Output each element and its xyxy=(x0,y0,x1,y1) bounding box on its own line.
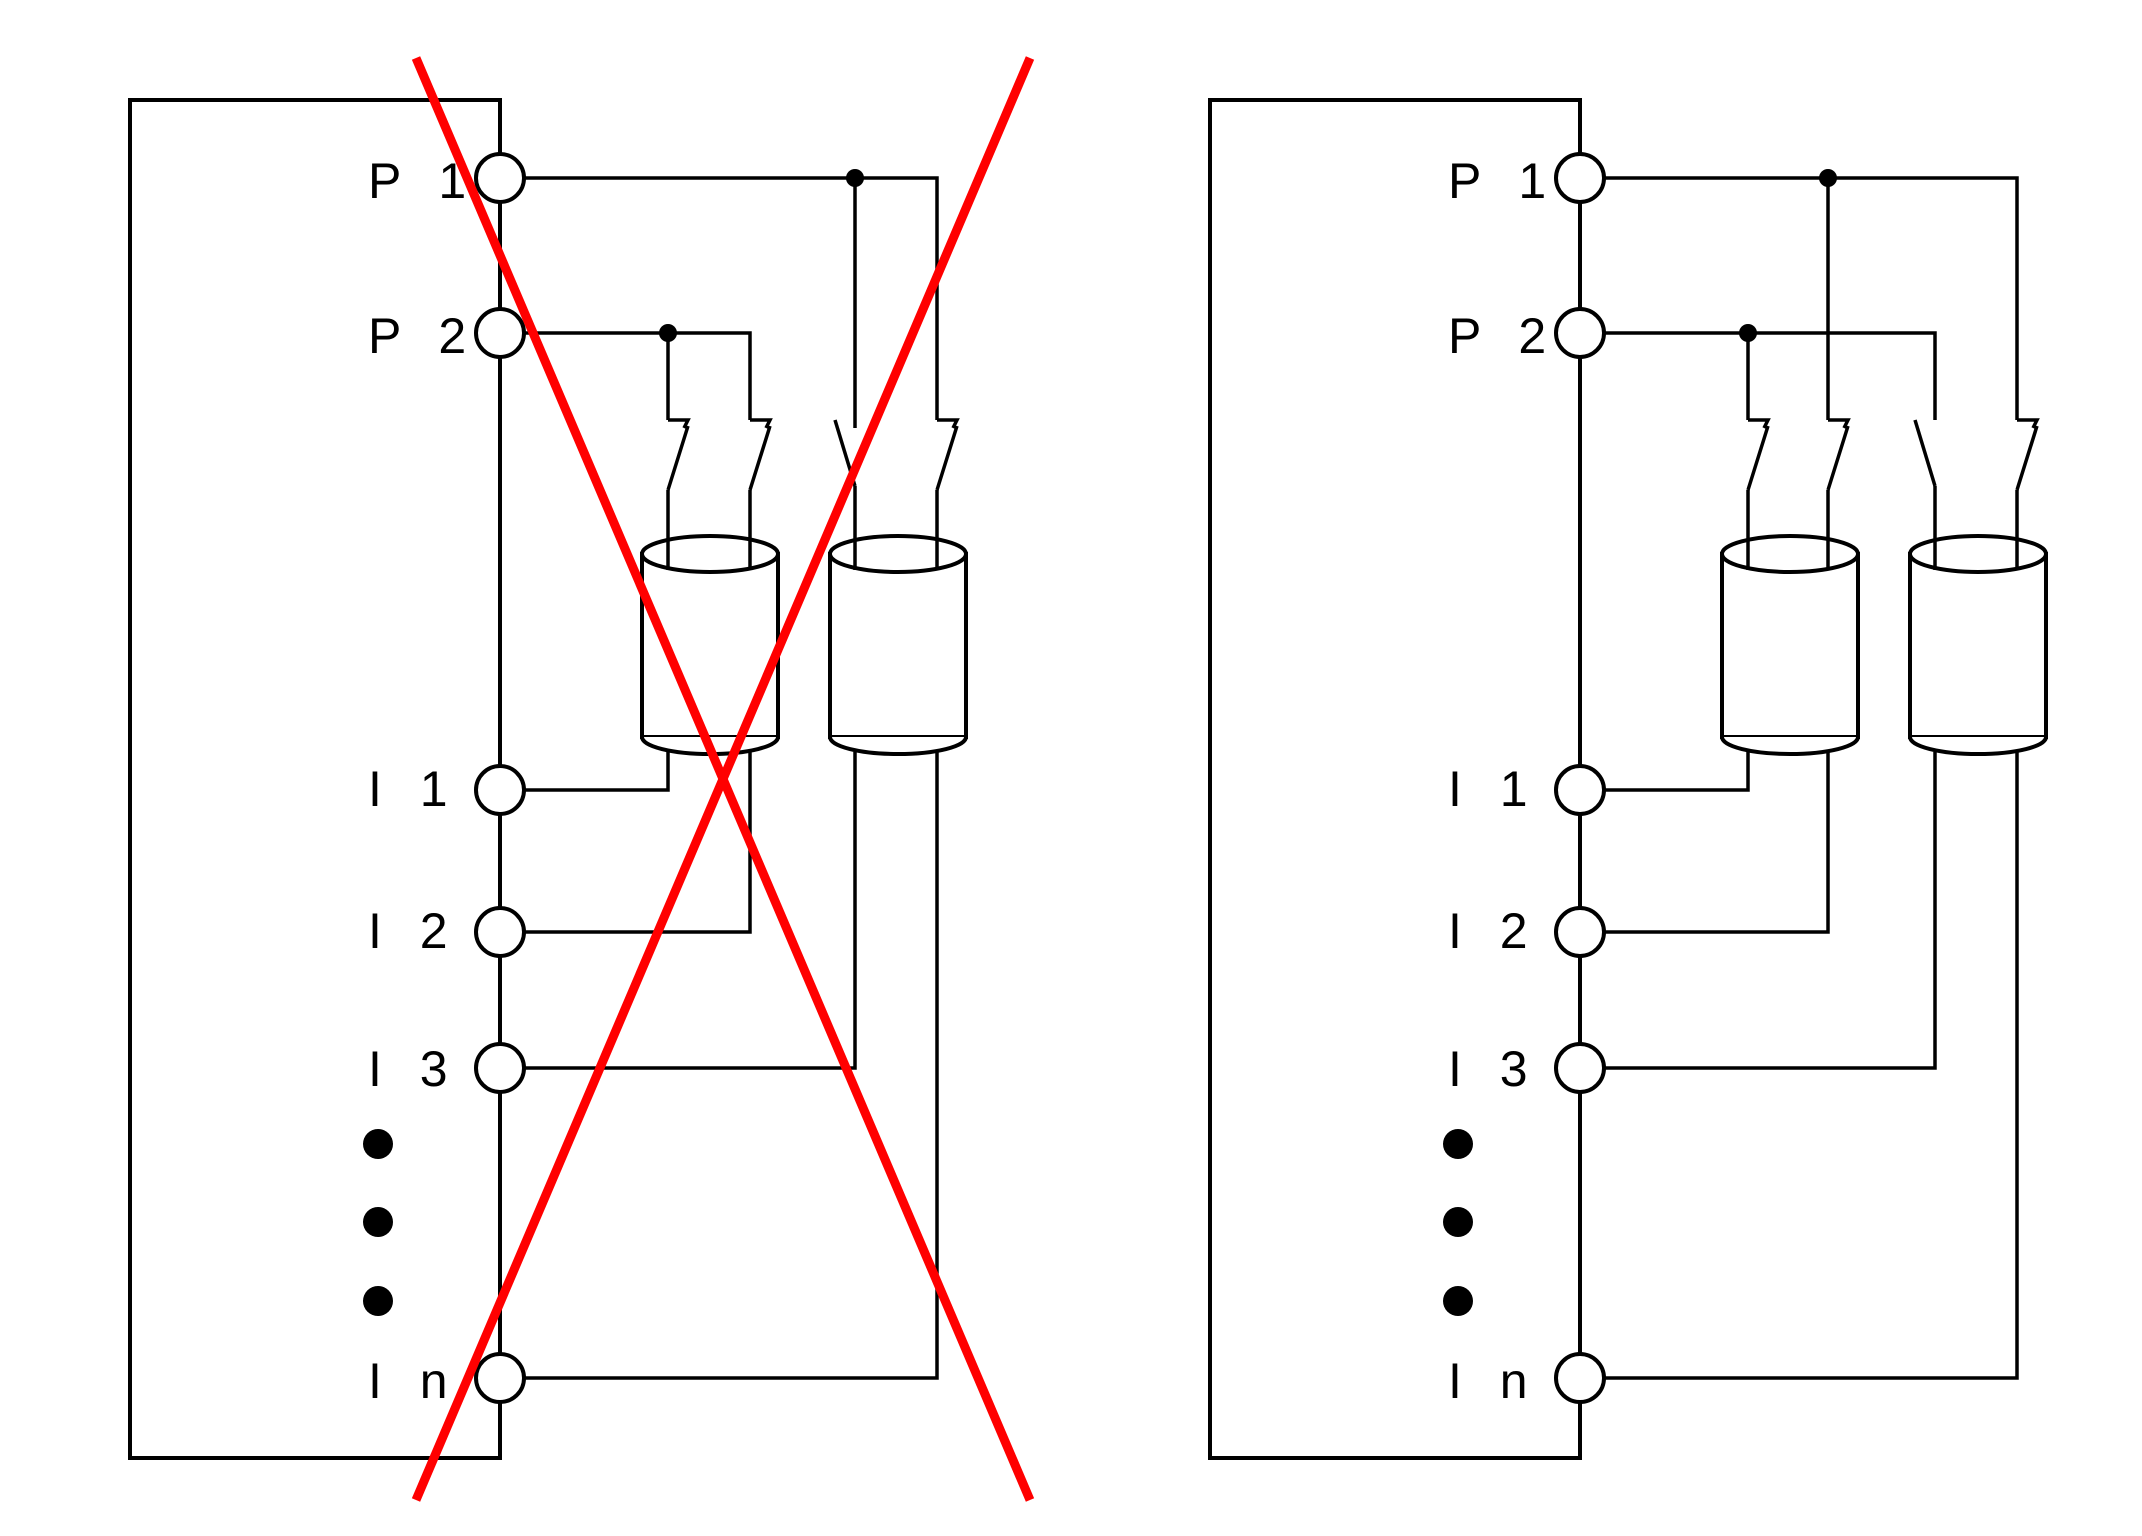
ellipsis-dot xyxy=(363,1286,393,1316)
terminal-label-p2: P 2 xyxy=(368,308,478,364)
switch-contact xyxy=(1746,418,1771,540)
wire-in xyxy=(1604,752,2019,1380)
ellipsis-dot xyxy=(1443,1286,1473,1316)
terminal-label-in: I n xyxy=(1448,1353,1540,1409)
terminal-p2 xyxy=(474,307,526,359)
switch-contact xyxy=(748,418,773,540)
terminal-i2 xyxy=(474,906,526,958)
terminal-p1 xyxy=(474,152,526,204)
terminal-i3 xyxy=(1554,1042,1606,1094)
terminal-label-i1: I 1 xyxy=(368,761,460,817)
ellipsis-dot xyxy=(1443,1129,1473,1159)
switch-contact xyxy=(935,418,960,540)
junction-dot xyxy=(1819,169,1837,187)
terminal-i2 xyxy=(1554,906,1606,958)
switch-contact xyxy=(1913,419,1937,540)
diagram-correct: P 1 P 2 I 1 I 2 I 3 I n xyxy=(1208,98,2048,1460)
cross-out-line xyxy=(411,56,1035,1502)
wire-i1 xyxy=(1604,752,1750,792)
terminal-in xyxy=(474,1352,526,1404)
wire-p1 xyxy=(1604,176,2019,420)
terminal-i1 xyxy=(1554,764,1606,816)
terminal-label-p1: P 1 xyxy=(1448,153,1558,209)
terminal-label-i3: I 3 xyxy=(1448,1041,1540,1097)
junction-dot xyxy=(1739,324,1757,342)
terminal-label-p2: P 2 xyxy=(1448,308,1558,364)
wire-i2 xyxy=(524,750,752,934)
wire-i3 xyxy=(1604,752,1937,1070)
terminal-label-in: I n xyxy=(368,1353,460,1409)
terminal-label-i2: I 2 xyxy=(368,903,460,959)
wire-i1 xyxy=(524,750,670,792)
junction-dot xyxy=(846,169,864,187)
wire-i2 xyxy=(1604,752,1830,934)
terminal-in xyxy=(1554,1352,1606,1404)
terminal-label-i2: I 2 xyxy=(1448,903,1540,959)
terminal-label-p1: P 1 xyxy=(368,153,478,209)
junction-dot xyxy=(659,324,677,342)
wire-in xyxy=(524,752,939,1380)
switch-contact xyxy=(2015,418,2040,540)
ellipsis-dot xyxy=(363,1129,393,1159)
terminal-p2 xyxy=(1554,307,1606,359)
wire-i3 xyxy=(524,752,857,1070)
diagram-incorrect: P 1 P 2 I 1 I 2 I 3 I n xyxy=(128,56,1035,1502)
terminal-i1 xyxy=(474,764,526,816)
ellipsis-dot xyxy=(363,1207,393,1237)
terminal-label-i1: I 1 xyxy=(1448,761,1540,817)
wire-p1 xyxy=(524,176,939,420)
terminal-i3 xyxy=(474,1042,526,1094)
terminal-p1 xyxy=(1554,152,1606,204)
switch-contact xyxy=(1826,418,1851,540)
wire-p2 xyxy=(524,331,752,420)
wire-p2 xyxy=(1604,331,1937,420)
current-transformer-2 xyxy=(1908,534,2048,756)
ellipsis-dot xyxy=(1443,1207,1473,1237)
device-box xyxy=(128,98,502,1460)
current-transformer-1 xyxy=(1720,534,1860,756)
switch-contact xyxy=(666,418,691,540)
terminal-label-i3: I 3 xyxy=(368,1041,460,1097)
current-transformer-2 xyxy=(828,534,968,756)
